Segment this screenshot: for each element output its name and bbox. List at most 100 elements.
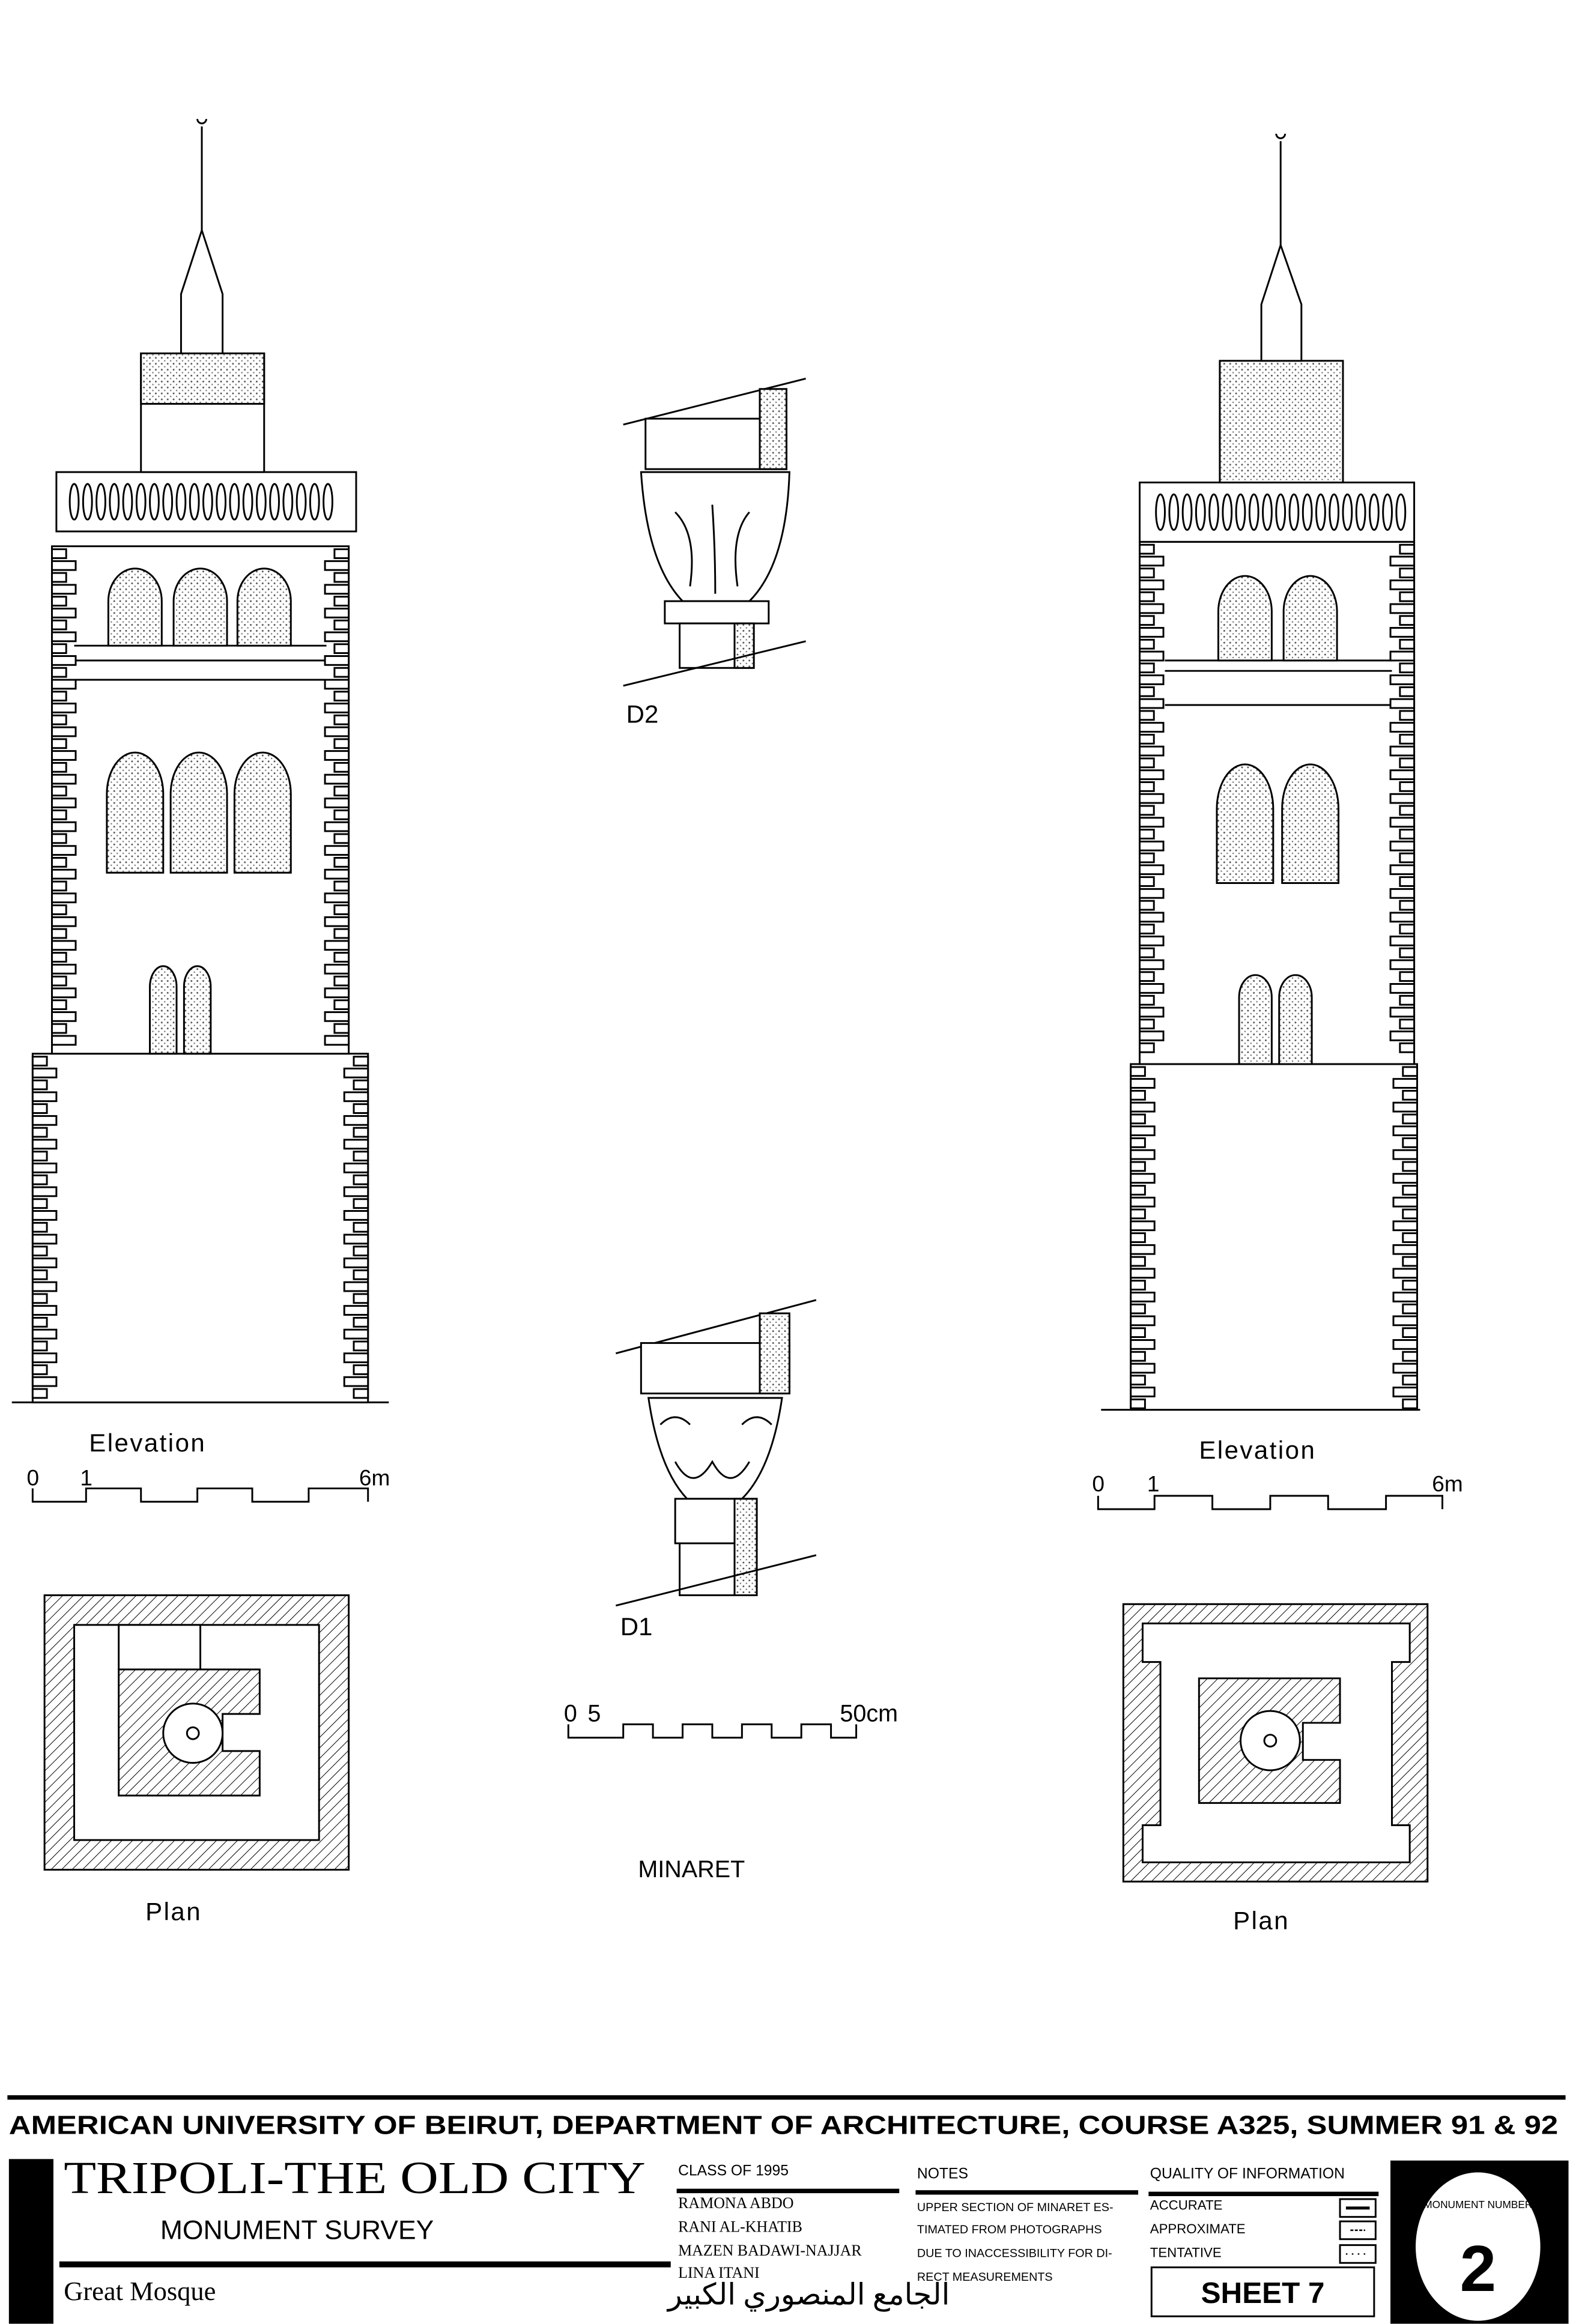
quoin-stone: [1139, 840, 1165, 852]
quoin-stone: [324, 892, 350, 904]
crescent-icon: [196, 118, 207, 124]
quoin-stone: [1389, 817, 1416, 828]
quoin-stone: [1130, 1089, 1146, 1101]
baluster: [282, 483, 294, 521]
quoin-stone: [1139, 912, 1165, 923]
quoin-stone: [1139, 733, 1155, 745]
quoin-stone: [343, 1115, 369, 1126]
baluster: [269, 483, 280, 521]
quoin-stone: [50, 596, 67, 607]
baluster: [1262, 493, 1273, 531]
baluster: [202, 483, 213, 521]
quoin-stone: [324, 1035, 350, 1046]
quoin-stone: [343, 1091, 369, 1103]
sheet-label: SHEET 7: [1201, 2277, 1325, 2310]
quoin-stone: [1139, 722, 1165, 733]
quoin-stone: [1402, 1351, 1419, 1362]
quoin-stone: [50, 643, 67, 655]
baluster: [1342, 493, 1353, 531]
spire: [1260, 242, 1303, 362]
quoin-stone: [1402, 1232, 1419, 1243]
quoin-stone: [31, 1305, 58, 1316]
quoin-stone: [1392, 1196, 1419, 1208]
quoin-stone: [50, 560, 77, 571]
quality-level: TENTATIVE: [1150, 2245, 1222, 2260]
quoin-stone: [1392, 1315, 1419, 1327]
quoin-stone: [1130, 1185, 1146, 1196]
quoin-stone: [343, 1210, 369, 1221]
quoin-stone: [50, 607, 77, 619]
detail-d2: D2: [623, 378, 806, 728]
note-line: RECT MEASUREMENTS: [917, 2271, 1053, 2284]
project-subtitle: MONUMENT SURVEY: [160, 2216, 434, 2245]
baluster: [323, 483, 333, 521]
detail-scale-bar: 0 5 50cm: [564, 1700, 898, 1739]
quoin-stone: [1392, 1339, 1419, 1350]
quoin-stone: [50, 631, 77, 643]
quoin-stone: [1130, 1291, 1156, 1303]
quoin-stone: [333, 619, 350, 631]
quoin-stone: [1389, 579, 1416, 590]
quoin-stone: [1399, 852, 1416, 864]
quoin-stone: [353, 1056, 369, 1067]
quoin-stone: [1139, 888, 1165, 899]
quoin-stone: [333, 857, 350, 868]
quoin-stone: [1392, 1078, 1419, 1089]
baluster: [216, 483, 227, 521]
baluster: [1382, 493, 1393, 531]
quoin-stone: [1139, 924, 1155, 934]
baluster: [296, 483, 307, 521]
quoin-stone: [1130, 1387, 1156, 1397]
center-title: MINARET: [638, 1856, 745, 1883]
quoin-stone: [1130, 1137, 1146, 1148]
quoin-stone: [1139, 638, 1155, 650]
quoin-stone: [1402, 1089, 1419, 1101]
quoin-stone: [31, 1257, 58, 1268]
baluster: [1155, 493, 1166, 531]
quoin-stone: [324, 821, 350, 832]
baluster: [95, 483, 106, 521]
quoin-stone: [50, 809, 67, 820]
quoin-stone: [1389, 1030, 1416, 1041]
quoin-stone: [1139, 603, 1165, 614]
student-name: RAMONA ABDO: [678, 2194, 793, 2212]
scale-five: 5: [587, 1700, 601, 1726]
quoin-stone: [1130, 1101, 1156, 1113]
baluster: [189, 483, 200, 521]
quoin-stone: [324, 655, 350, 666]
quoin-stone: [1402, 1137, 1419, 1148]
student-name: RANI AL-KHATIB: [678, 2218, 802, 2235]
scale-start: 0: [1092, 1471, 1105, 1496]
quoin-stone: [50, 738, 67, 749]
quoin-stone: [1389, 698, 1416, 709]
quoin-stone: [324, 679, 350, 690]
student-name: MAZEN BADAWI-NAJJAR: [678, 2242, 862, 2259]
quoin-stone: [1389, 983, 1416, 994]
quoin-stone: [1392, 1268, 1419, 1279]
quoin-stone: [1139, 698, 1165, 709]
quoin-stone: [1399, 638, 1416, 650]
quoin-stone: [1402, 1280, 1419, 1291]
quoin-stone: [1139, 757, 1155, 769]
baluster: [1181, 493, 1193, 531]
quoin-stone: [353, 1316, 369, 1328]
quoin-stone: [1139, 971, 1155, 982]
quoin-stone: [343, 1067, 369, 1079]
quoin-stone: [1392, 1149, 1419, 1160]
quoin-stone: [1392, 1125, 1419, 1137]
quoin-stone: [1402, 1066, 1419, 1077]
quoin-stone: [1399, 900, 1416, 911]
quoin-stone: [343, 1328, 369, 1340]
quoin-stone: [1399, 686, 1416, 697]
quoin-stone: [31, 1198, 48, 1209]
left-plan-label: Plan: [145, 1898, 202, 1926]
institution-header: AMERICAN UNIVERSITY OF BEIRUT, DEPARTMEN…: [9, 2111, 1558, 2140]
quoin-stone: [50, 773, 77, 785]
quoin-stone: [50, 833, 67, 844]
quoin-stone: [50, 892, 77, 904]
quoin-stone: [353, 1340, 369, 1352]
quoin-stone: [1139, 1042, 1155, 1053]
quoin-stone: [31, 1162, 58, 1173]
quoin-stone: [1389, 793, 1416, 804]
